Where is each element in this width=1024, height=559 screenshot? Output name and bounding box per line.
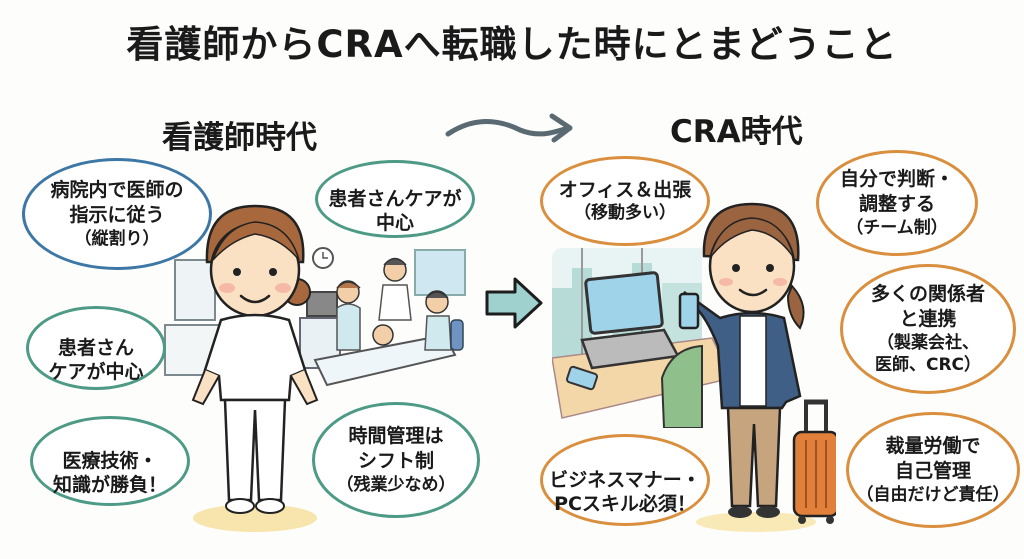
bubble-subtext: （チーム制） <box>846 217 948 238</box>
bubble-text: 多くの関係者 と連携 <box>870 283 985 330</box>
cra-bubble-office-travel: オフィス＆出張 （移動多い） <box>540 156 710 246</box>
curved-right-arrow-icon <box>445 113 573 143</box>
cra-bubble-business-skills: ビジネスマナー・ PCスキル必須！ <box>540 434 710 526</box>
bubble-subtext: （残業少なめ） <box>336 474 456 495</box>
office-scene <box>552 248 734 428</box>
nurse-bubble-medical-skills: 医療技術・ 知識が勝負！ <box>30 416 190 506</box>
bubble-text: 自分で判断・ 調整する <box>839 168 954 215</box>
cra-bubble-self-judgment: 自分で判断・ 調整する （チーム制） <box>816 150 978 256</box>
nurse-bubble-hierarchy: 病院内で医師の 指示に従う （縦割り） <box>22 158 212 270</box>
bubble-text: 病院内で医師の 指示に従う <box>50 179 184 226</box>
bubble-subtext: （移動多い） <box>574 203 676 224</box>
nurse-bubble-patient-care-top: 患者さんケアが 中心 <box>315 160 475 238</box>
bubble-text: 患者さん ケアが中心 <box>48 336 144 384</box>
bubble-subtext: （自由だけど責任） <box>856 484 1010 505</box>
bubble-subtext: （縦割り） <box>74 228 160 249</box>
block-right-arrow-icon <box>485 277 543 329</box>
title-area: 看護師からCRAへ転職した時にとまどうこと <box>0 14 1024 71</box>
bubble-text: 患者さんケアが 中心 <box>328 187 462 235</box>
bubble-text: 医療技術・ 知識が勝負！ <box>52 449 167 497</box>
page-title: 看護師からCRAへ転職した時にとまどうこと <box>116 14 907 71</box>
bubble-subtext: （製薬会社、 医師、CRC） <box>874 332 982 375</box>
bubble-text: 時間管理は シフト制 <box>348 425 444 472</box>
nurse-bubble-patient-care-left: 患者さん ケアが中心 <box>26 306 166 390</box>
nurse-bubble-shift-work: 時間管理は シフト制 （残業少なめ） <box>312 402 480 518</box>
bubble-text: オフィス＆出張 <box>558 178 692 201</box>
bubble-text: ビジネスマナー・ PCスキル必須！ <box>549 468 701 516</box>
cra-bubble-stakeholders: 多くの関係者 と連携 （製薬会社、 医師、CRC） <box>840 264 1016 394</box>
nurse-figure <box>191 204 319 532</box>
nurse-era-heading: 看護師時代 <box>154 112 325 157</box>
nurse-heading-text: 看護師時代 <box>162 120 317 156</box>
page-title-text: 看護師からCRAへ転職した時にとまどうこと <box>126 23 898 66</box>
cra-figure <box>678 202 836 532</box>
cra-heading-text: CRA時代 <box>670 114 803 150</box>
bubble-text: 裁量労働で 自己管理 <box>885 435 981 482</box>
cra-bubble-discretionary-work: 裁量労働で 自己管理 （自由だけど責任） <box>846 412 1020 528</box>
cra-era-heading: CRA時代 <box>662 106 811 151</box>
